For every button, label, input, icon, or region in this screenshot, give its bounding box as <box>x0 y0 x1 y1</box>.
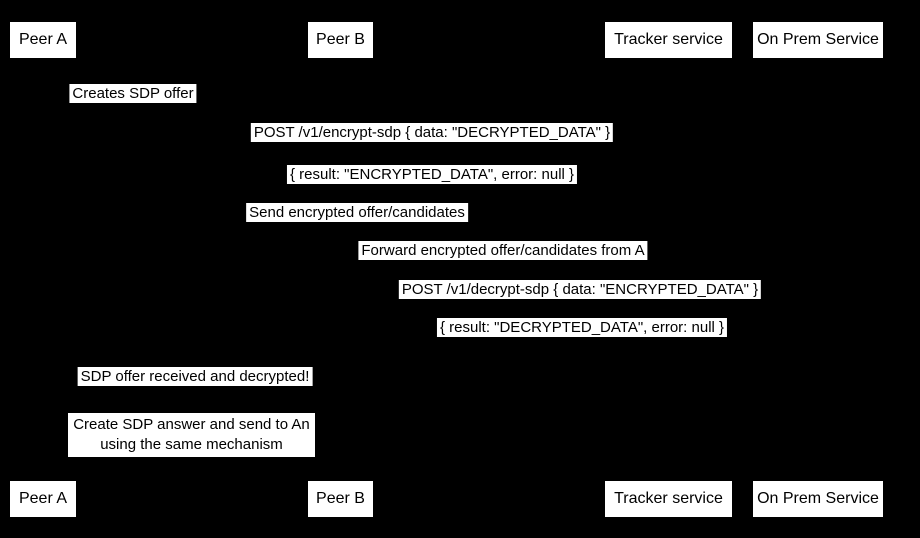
actor-peer-a-top: Peer A <box>10 22 76 58</box>
message-label: POST /v1/decrypt-sdp { data: "ENCRYPTED_… <box>398 280 762 299</box>
message-label: { result: "ENCRYPTED_DATA", error: null … <box>286 165 578 184</box>
message-label: Forward encrypted offer/candidates from … <box>358 241 648 260</box>
actor-peer-a-bottom: Peer A <box>10 481 76 517</box>
actor-on-prem-service-top: On Prem Service <box>753 22 883 58</box>
actor-tracker-service-bottom: Tracker service <box>605 481 732 517</box>
actor-tracker-service-top: Tracker service <box>605 22 732 58</box>
message-label: Creates SDP offer <box>69 84 197 103</box>
message-label: SDP offer received and decrypted! <box>77 367 313 386</box>
note-line: Create SDP answer and send to An <box>73 416 310 433</box>
actor-on-prem-service-bottom: On Prem Service <box>753 481 883 517</box>
message-label: POST /v1/encrypt-sdp { data: "DECRYPTED_… <box>250 123 614 142</box>
lifeline-peer-a <box>42 58 44 481</box>
message-label: { result: "DECRYPTED_DATA", error: null … <box>436 318 728 337</box>
lifeline-tracker-service <box>667 58 670 481</box>
lifeline-peer-b <box>339 58 342 481</box>
message-label: Send encrypted offer/candidates <box>246 203 468 222</box>
lifeline-on-prem-service <box>817 58 819 481</box>
note-line: using the same mechanism <box>100 436 283 453</box>
actor-peer-b-bottom: Peer B <box>308 481 373 517</box>
actor-peer-b-top: Peer B <box>308 22 373 58</box>
note-box: Create SDP answer and send to An using t… <box>68 413 315 457</box>
